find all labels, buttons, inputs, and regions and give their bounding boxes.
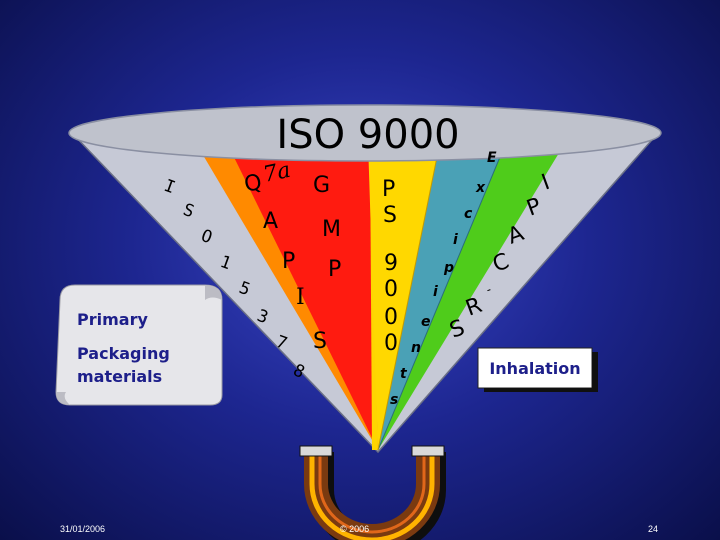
qa-a: A — [263, 209, 278, 234]
footer-page-number: 24 — [648, 524, 659, 534]
excipients-group: E x c i p i e n t s — [390, 150, 497, 408]
magnet-icon — [299, 445, 446, 540]
ps-p: P — [382, 177, 395, 202]
excip-char: i — [453, 232, 458, 248]
excip-char: n — [411, 340, 421, 356]
scroll-label-primary: Primary — [77, 310, 148, 329]
cone-segment-yellow-wide — [368, 142, 440, 450]
gmp-g: G — [313, 173, 330, 198]
slide-title: ISO 9000 — [276, 112, 459, 158]
excip-char: t — [400, 366, 408, 382]
cone-segment-orange — [200, 140, 378, 450]
inhalation-box-shadow — [484, 352, 598, 392]
excip-char: c — [464, 206, 473, 222]
ps9000-char: 0 — [384, 331, 398, 356]
gmp-p: P — [328, 257, 341, 282]
scroll-label-packaging: Packaging — [77, 344, 170, 363]
apis-p: P — [282, 249, 295, 274]
ipac-group: I P A C - R S — [447, 170, 554, 344]
ps9000-char: 9 — [384, 251, 398, 276]
excip-char: x — [475, 180, 486, 196]
excip-char: p — [443, 260, 454, 276]
apis-i: I — [296, 285, 305, 310]
scroll-label-materials: materials — [77, 367, 162, 386]
qa-italic-a: 7a — [261, 158, 293, 188]
apis-s: S — [313, 329, 327, 354]
ipac-char: - — [484, 282, 493, 297]
qa-q: Q — [242, 170, 264, 198]
footer-date: 31/01/2006 — [60, 524, 106, 534]
gmp-m: M — [322, 217, 341, 242]
ps9000-char: 0 — [384, 305, 398, 330]
ps-s: S — [383, 203, 397, 228]
cone-top-ellipse — [68, 104, 662, 162]
inhalation-label: Inhalation — [489, 359, 580, 378]
footer-copyright: © 2006 — [340, 524, 370, 534]
ps9000-char: 0 — [384, 277, 398, 302]
excip-char: s — [390, 392, 398, 408]
excip-char: E — [487, 150, 497, 166]
cone-segment-green — [378, 145, 562, 450]
excip-char: i — [433, 284, 438, 300]
cone-segment-red — [228, 142, 378, 450]
excip-char: e — [421, 314, 431, 330]
